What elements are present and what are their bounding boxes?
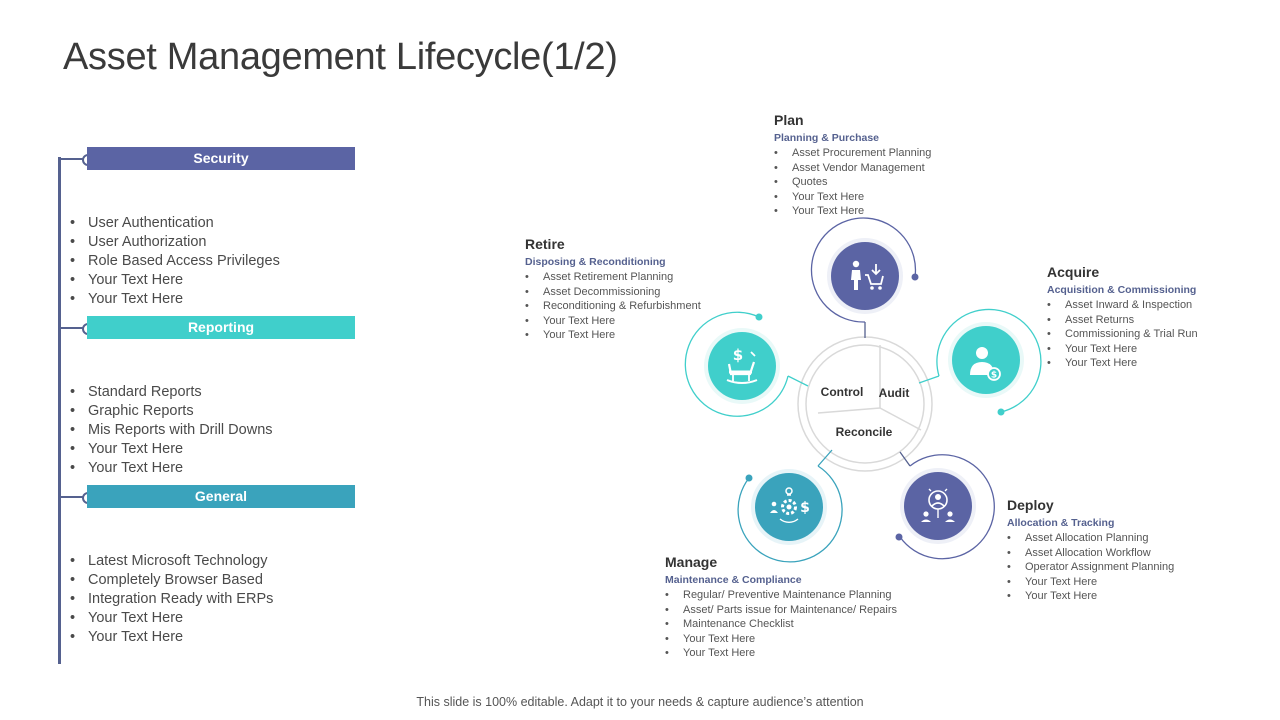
list-item: Your Text Here	[70, 628, 273, 647]
list-item: Your Text Here	[70, 459, 273, 478]
list-item: Your Text Here	[70, 440, 273, 459]
network-team-icon	[921, 488, 955, 522]
list-item: Your Text Here	[70, 290, 280, 309]
stage-list-retire: Asset Retirement Planning Asset Decommis…	[525, 270, 701, 343]
list-item: Your Text Here	[665, 646, 897, 661]
list-item: Commissioning & Trial Run	[1047, 327, 1198, 342]
stage-title-retire: Retire	[525, 236, 565, 252]
timeline-line	[58, 157, 61, 664]
list-item: Asset Vendor Management	[774, 161, 931, 176]
svg-text:$: $	[991, 371, 997, 381]
stage-text-deploy: Deploy Allocation & Tracking Asset Alloc…	[1007, 496, 1174, 604]
stage-subtitle-acquire: Acquisition & Commissioning	[1047, 284, 1197, 296]
stage-text-manage: Manage Maintenance & Compliance Regular/…	[665, 553, 897, 661]
list-item: Asset Retirement Planning	[525, 270, 701, 285]
list-item: User Authentication	[70, 214, 280, 233]
connectors	[787, 322, 940, 467]
svg-text:$: $	[733, 346, 743, 364]
stage-node-retire: $	[684, 311, 789, 417]
stage-title-plan: Plan	[774, 112, 804, 128]
page-title: Asset Management Lifecycle(1/2)	[63, 36, 618, 78]
list-item: Maintenance Checklist	[665, 617, 897, 632]
connector-security	[58, 158, 86, 160]
person-dollar-icon: $	[970, 347, 1001, 381]
stage-text-acquire: Acquire Acquisition & Commissioning Asse…	[1047, 263, 1198, 371]
footer-note: This slide is 100% editable. Adapt it to…	[416, 695, 864, 709]
list-item: User Authorization	[70, 233, 280, 252]
list-item: Quotes	[774, 175, 931, 190]
section-header-general: General	[87, 485, 355, 508]
section-header-reporting: Reporting	[87, 316, 355, 339]
stage-list-acquire: Asset Inward & Inspection Asset Returns …	[1047, 298, 1198, 371]
stage-text-retire: Retire Disposing & Reconditioning Asset …	[525, 235, 701, 343]
list-item: Asset Decommissioning	[525, 285, 701, 300]
section-header-security: Security	[87, 147, 355, 170]
section-list-security: User Authentication User Authorization R…	[70, 214, 280, 309]
rocking-chair-dollar-icon: $	[726, 346, 758, 384]
list-item: Graphic Reports	[70, 402, 273, 421]
list-item: Your Text Here	[774, 190, 931, 205]
stage-node-acquire: $	[936, 308, 1042, 416]
list-item: Role Based Access Privileges	[70, 252, 280, 271]
list-item: Asset Allocation Workflow	[1007, 546, 1174, 561]
list-item: Your Text Here	[1007, 575, 1174, 590]
hub-label-reconcile: Reconcile	[836, 425, 893, 439]
list-item: Latest Microsoft Technology	[70, 552, 273, 571]
gear-idea-dollar-icon: $	[770, 487, 810, 523]
list-item: Asset Returns	[1047, 313, 1198, 328]
list-item: Your Text Here	[665, 632, 897, 647]
list-item: Your Text Here	[70, 271, 280, 290]
list-item: Your Text Here	[774, 204, 931, 219]
stage-subtitle-retire: Disposing & Reconditioning	[525, 256, 666, 268]
shopping-cart-person-icon	[851, 260, 884, 290]
list-item: Operator Assignment Planning	[1007, 560, 1174, 575]
connector-general	[58, 496, 86, 498]
stage-list-manage: Regular/ Preventive Maintenance Planning…	[665, 588, 897, 661]
stage-title-deploy: Deploy	[1007, 497, 1054, 513]
list-item: Your Text Here	[1047, 342, 1198, 357]
list-item: Asset/ Parts issue for Maintenance/ Repa…	[665, 603, 897, 618]
list-item: Mis Reports with Drill Downs	[70, 421, 273, 440]
list-item: Your Text Here	[525, 314, 701, 329]
list-item: Standard Reports	[70, 383, 273, 402]
list-item: Asset Allocation Planning	[1007, 531, 1174, 546]
list-item: Asset Procurement Planning	[774, 146, 931, 161]
svg-text:$: $	[800, 500, 810, 516]
hub-inner-ring	[805, 344, 925, 464]
stage-subtitle-plan: Planning & Purchase	[774, 132, 880, 144]
stage-subtitle-manage: Maintenance & Compliance	[665, 574, 802, 586]
list-item: Regular/ Preventive Maintenance Planning	[665, 588, 897, 603]
hub-label-audit: Audit	[879, 386, 910, 400]
list-item: Asset Inward & Inspection	[1047, 298, 1198, 313]
hub-dividers	[817, 345, 922, 431]
list-item: Your Text Here	[1007, 589, 1174, 604]
stage-node-manage: $	[737, 465, 843, 563]
stage-node-plan	[810, 217, 919, 323]
list-item: Reconditioning & Refurbishment	[525, 299, 701, 314]
stage-list-plan: Asset Procurement Planning Asset Vendor …	[774, 146, 931, 219]
list-item: Your Text Here	[70, 609, 273, 628]
stage-list-deploy: Asset Allocation Planning Asset Allocati…	[1007, 531, 1174, 604]
list-item: Completely Browser Based	[70, 571, 273, 590]
stage-title-manage: Manage	[665, 554, 718, 570]
list-item: Your Text Here	[1047, 356, 1198, 371]
connector-reporting	[58, 327, 86, 329]
section-list-reporting: Standard Reports Graphic Reports Mis Rep…	[70, 383, 273, 478]
stage-subtitle-deploy: Allocation & Tracking	[1007, 517, 1115, 529]
list-item: Your Text Here	[525, 328, 701, 343]
stage-title-acquire: Acquire	[1047, 264, 1100, 280]
stage-node-deploy	[895, 454, 995, 560]
section-list-general: Latest Microsoft Technology Completely B…	[70, 552, 273, 647]
list-item: Integration Ready with ERPs	[70, 590, 273, 609]
hub-label-control: Control	[821, 385, 864, 399]
stage-text-plan: Plan Planning & Purchase Asset Procureme…	[774, 111, 931, 219]
